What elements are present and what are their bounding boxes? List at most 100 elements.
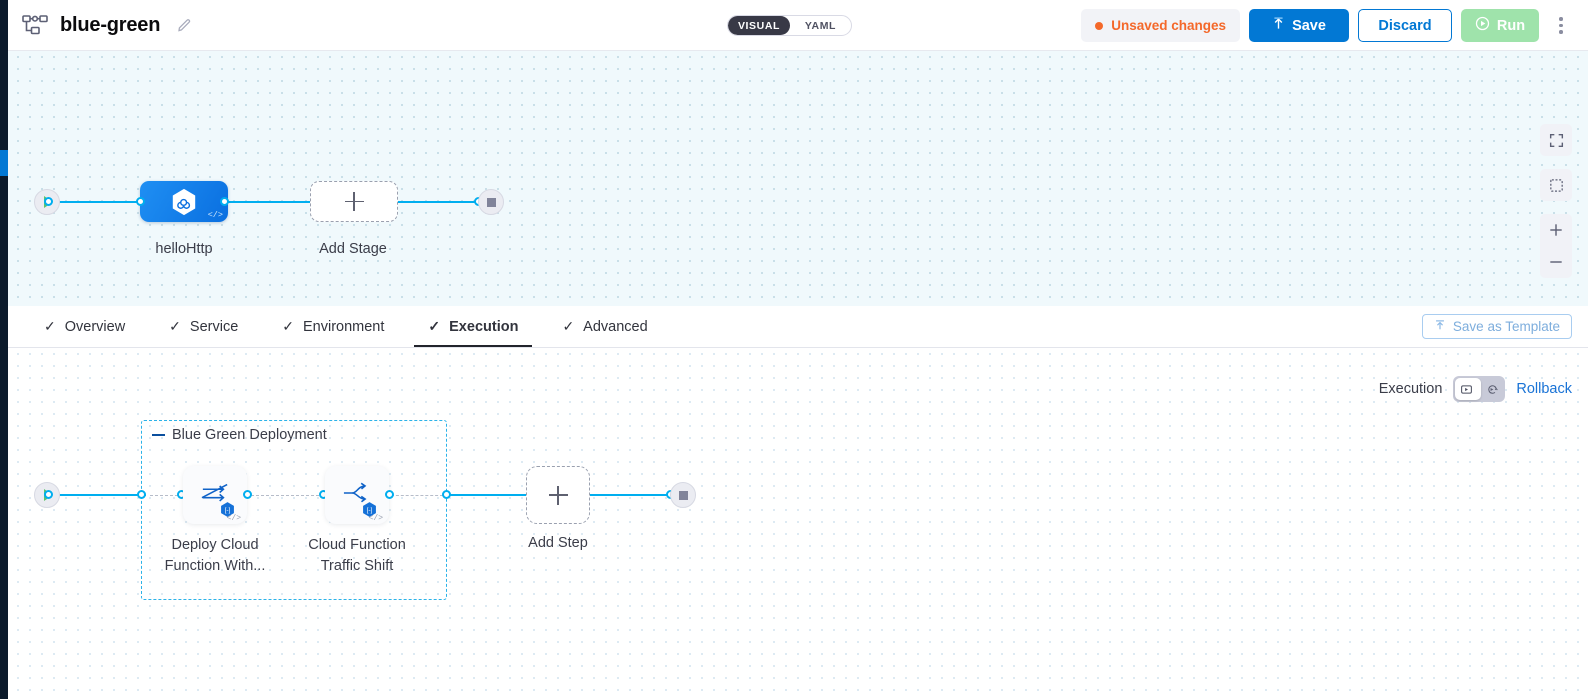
stage-group-blue-green[interactable] bbox=[141, 420, 447, 600]
kebab-menu-icon[interactable] bbox=[1548, 9, 1574, 42]
step1-label-line2: Function With... bbox=[164, 558, 266, 574]
port-group-out[interactable] bbox=[442, 490, 451, 499]
pipeline-end-node[interactable] bbox=[478, 189, 504, 215]
fit-to-screen-icon[interactable] bbox=[1540, 169, 1572, 201]
save-button[interactable]: Save bbox=[1249, 9, 1349, 42]
edge-group-in-dashed bbox=[150, 495, 178, 496]
canvas-controls bbox=[1540, 124, 1572, 278]
left-rail-active-indicator bbox=[0, 150, 8, 176]
stage-node-label: helloHttp bbox=[155, 241, 213, 257]
add-stage-label: Add Stage bbox=[319, 241, 387, 257]
mode-toggle[interactable]: VISUAL YAML bbox=[727, 15, 852, 36]
template-upload-icon bbox=[1434, 319, 1446, 334]
port-step2-out[interactable] bbox=[385, 490, 394, 499]
zoom-out-icon[interactable] bbox=[1540, 246, 1572, 278]
header-actions: Unsaved changes Save Discard bbox=[1081, 9, 1574, 42]
step2-label-line2: Traffic Shift bbox=[320, 558, 394, 574]
step-node-cloud-function-traffic-shift[interactable]: [-] </> bbox=[325, 466, 389, 524]
stage-code-marker: </> bbox=[207, 210, 223, 220]
app-header: blue-green VISUAL YAML Unsaved changes bbox=[0, 0, 1588, 51]
tab-environment[interactable]: ✓ Environment bbox=[260, 306, 406, 347]
edge-step2-out-dashed bbox=[391, 495, 443, 496]
stage-group-title-label: Blue Green Deployment bbox=[172, 427, 327, 443]
edge-bstart-to-group bbox=[48, 494, 146, 496]
rollback-view-icon[interactable] bbox=[1479, 376, 1505, 402]
port-stage-in[interactable] bbox=[136, 197, 145, 206]
port-bstart-out[interactable] bbox=[44, 490, 53, 499]
tab-service[interactable]: ✓ Service bbox=[147, 306, 260, 347]
add-step-label: Add Step bbox=[528, 535, 588, 551]
step-node-deploy-cloud-function[interactable]: [-] </> bbox=[183, 466, 247, 524]
kebab-dot bbox=[1559, 30, 1563, 34]
execution-canvas[interactable]: Execution Rollback bbox=[0, 348, 1588, 699]
check-icon: ✓ bbox=[428, 318, 441, 334]
fullscreen-icon[interactable] bbox=[1540, 124, 1572, 156]
port-step1-out[interactable] bbox=[243, 490, 252, 499]
step1-label-line1: Deploy Cloud bbox=[171, 537, 259, 553]
run-button[interactable]: Run bbox=[1461, 9, 1539, 42]
pencil-icon[interactable] bbox=[176, 17, 193, 34]
kebab-dot bbox=[1559, 17, 1563, 21]
tab-execution-label: Execution bbox=[449, 318, 519, 335]
page-title: blue-green bbox=[60, 13, 161, 36]
header-left-group: blue-green bbox=[0, 14, 193, 37]
rollback-link[interactable]: Rollback bbox=[1516, 381, 1572, 397]
edge-start-to-stage bbox=[48, 201, 146, 203]
stage-group-title: Blue Green Deployment bbox=[152, 427, 327, 443]
execution-toolbar-label: Execution bbox=[1378, 381, 1443, 397]
plus-icon-vertical bbox=[353, 192, 355, 211]
tab-advanced[interactable]: ✓ Advanced bbox=[540, 306, 669, 347]
toggle-selected-pill bbox=[1455, 378, 1482, 400]
play-circle-icon bbox=[1475, 16, 1490, 35]
run-button-label: Run bbox=[1496, 17, 1526, 34]
port-stage-out[interactable] bbox=[220, 197, 229, 206]
hexagon-badge-icon: [-] bbox=[219, 501, 236, 518]
save-button-label: Save bbox=[1292, 17, 1326, 34]
mode-toggle-yaml[interactable]: YAML bbox=[804, 19, 837, 32]
tab-overview[interactable]: ✓ Overview bbox=[22, 306, 147, 347]
save-as-template-label: Save as Template bbox=[1452, 319, 1560, 334]
check-icon: ✓ bbox=[562, 318, 575, 334]
tab-environment-label: Environment bbox=[303, 318, 385, 335]
execution-toolbar: Execution Rollback bbox=[1379, 376, 1572, 402]
check-icon: ✓ bbox=[282, 318, 294, 334]
svg-text:[-]: [-] bbox=[225, 507, 231, 514]
zoom-controls bbox=[1540, 214, 1572, 278]
unsaved-changes-badge: Unsaved changes bbox=[1081, 9, 1240, 42]
stage-node-hellohttp[interactable]: </> bbox=[140, 181, 228, 222]
collapse-dash-icon[interactable] bbox=[152, 433, 165, 437]
steps-view-icon[interactable] bbox=[1453, 376, 1479, 402]
add-step-button[interactable] bbox=[526, 466, 590, 524]
edge-addstage-to-end bbox=[392, 201, 484, 203]
traffic-split-icon bbox=[341, 479, 373, 512]
plus-icon-vertical bbox=[557, 485, 559, 505]
stop-end-icon bbox=[486, 197, 496, 207]
step-code-marker: </> bbox=[368, 514, 383, 523]
unsaved-changes-label: Unsaved changes bbox=[1111, 18, 1226, 33]
add-stage-button[interactable] bbox=[310, 181, 398, 222]
tab-overview-label: Overview bbox=[64, 318, 126, 335]
stage-canvas[interactable]: </> helloHttp Add Stage bbox=[0, 51, 1588, 306]
hexagon-link-icon bbox=[170, 187, 198, 217]
edge-step1-to-step2-dashed bbox=[251, 495, 319, 496]
execution-end-node[interactable] bbox=[670, 482, 696, 508]
mode-toggle-visual[interactable]: VISUAL bbox=[728, 16, 790, 35]
edge-stage-to-addstage bbox=[224, 201, 314, 203]
execution-rollback-toggle[interactable] bbox=[1453, 376, 1506, 402]
deploy-slider-icon bbox=[199, 479, 231, 512]
save-as-template-button[interactable]: Save as Template bbox=[1421, 314, 1572, 339]
tab-execution[interactable]: ✓ Execution bbox=[406, 306, 540, 347]
discard-button-label: Discard bbox=[1378, 17, 1432, 34]
discard-button[interactable]: Discard bbox=[1358, 9, 1452, 42]
tabs-list: ✓ Overview ✓ Service ✓ Environment ✓ Exe… bbox=[0, 306, 670, 347]
stop-end-icon bbox=[678, 490, 688, 500]
svg-text:[-]: [-] bbox=[367, 507, 373, 514]
zoom-in-icon[interactable] bbox=[1540, 214, 1572, 246]
step-code-marker: </> bbox=[226, 514, 241, 523]
section-tabs: ✓ Overview ✓ Service ✓ Environment ✓ Exe… bbox=[0, 306, 1588, 348]
unsaved-dot-icon bbox=[1095, 21, 1104, 30]
step2-label-line1: Cloud Function bbox=[308, 537, 406, 553]
port-group-in[interactable] bbox=[137, 490, 146, 499]
port-start-out[interactable] bbox=[44, 197, 53, 206]
